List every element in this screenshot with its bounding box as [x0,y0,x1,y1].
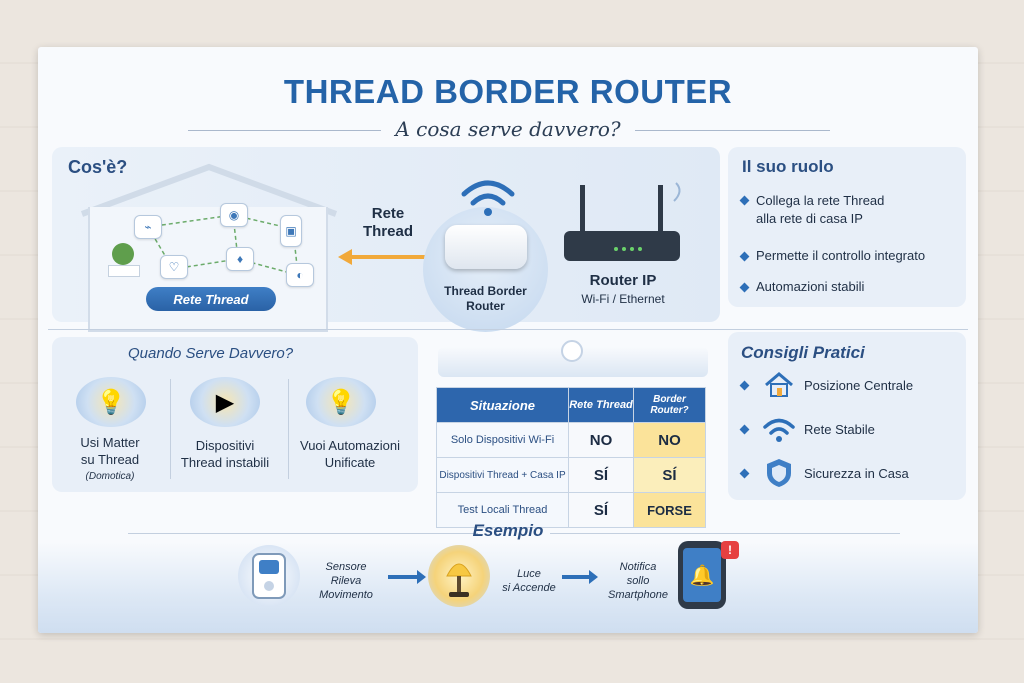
table-cell: SÍ [568,457,634,493]
diamond-bullet-icon [739,251,750,262]
motion-sensor-icon [238,545,300,607]
diamond-bullet-icon [739,380,750,390]
table-row: Dispositivi Thread + Casa IP SÍ SÍ [436,457,706,493]
phone-screen: 🔔 [683,548,721,602]
divider [170,379,171,479]
router-ip-sub: Wi-Fi / Ethernet [581,292,665,306]
table-row: Test Locali Thread SÍ FORSE [436,492,706,528]
wifi-icon [762,414,796,444]
router-ip-label: Router IP [589,272,657,289]
consigli-item-text: Sicurezza in Casa [804,465,909,481]
orange-arrow [350,255,430,259]
example-band [38,542,978,633]
ruolo-item-text: Permette il controllo integrato [756,248,926,263]
table-header: Situazione [436,387,569,423]
table-header: Border Router? [633,387,706,423]
table-header: Rete Thread [568,387,634,423]
quando-item-label: Usi Matter su Thread (Domotica) [60,434,160,485]
esempio-title: Esempio [472,521,544,540]
rete-thread-label: Rete Thread [348,205,428,241]
border-router-device-icon [445,225,527,269]
consigli-item-text: Posizione Centrale [804,377,914,393]
esempio-step-label: Sensore Rileva Movimento [319,561,373,601]
quando-item-text: Usi Matter su Thread [80,435,140,467]
shelf [108,265,140,277]
router-ip-icon [564,182,681,261]
phone-node-icon: ▣ [280,215,302,247]
table-cell: SÍ [633,457,706,493]
table-row: Solo Dispositivi Wi-Fi NO NO [436,422,706,458]
divider [128,533,478,534]
house-icon [762,370,796,400]
ruolo-panel [728,147,966,307]
arrow-right-icon [388,570,426,584]
house-roof [80,163,338,217]
orange-arrow-head [338,249,352,265]
arrow-right-icon [562,570,598,584]
consigli-item: Sicurezza in Casa [739,458,909,488]
consigli-item-text: Rete Stabile [804,421,875,437]
ruolo-item: Permette il controllo integrato [739,247,926,265]
table-cell: Solo Dispositivi Wi-Fi [436,422,569,458]
wifi-icon [461,180,515,216]
consigli-title: Consigli Pratici [741,343,865,362]
cose-title: Cos'è? [68,157,128,177]
esempio-step-label: Notifica sollo Smartphone [608,561,668,601]
clock-icon [561,340,583,362]
table-cell: Test Locali Thread [436,492,569,528]
subtitle-line-left [188,130,388,131]
page-subtitle: A cosa serve davvero? [381,117,635,141]
border-router-label: Thread Border Router [444,284,527,313]
bulb-icon: 💡 [306,377,376,427]
plant-icon [112,243,134,265]
table-cell: NO [568,422,634,458]
divider [550,533,900,534]
table-cell: NO [633,422,706,458]
infographic-card: THREAD BORDER ROUTER A cosa serve davver… [38,47,978,633]
ruolo-item: Collega la rete Thread alla rete di casa… [739,192,885,228]
shield-icon [762,458,796,488]
page-title: THREAD BORDER ROUTER [283,73,733,110]
bulb-icon: 💡 [76,377,146,427]
thread-node-icon: ◐ [286,263,314,287]
quando-title: Quando Serve Davvero? [128,345,294,362]
alert-badge-icon: ! [721,541,739,559]
quando-item-sub: (Domotica) [85,471,135,482]
thread-node-icon: ♡ [160,255,188,279]
rete-thread-label-text: Rete Thread [362,205,413,240]
table-cell: Dispositivi Thread + Casa IP [436,457,569,493]
bulb-node-icon: ♦ [226,247,254,271]
ruolo-item-text: Collega la rete Thread alla rete di casa… [756,193,885,226]
subtitle-line-right [630,130,830,131]
table-header-row: Situazione Rete Thread Border Router? [436,387,706,423]
table-cell: FORSE [633,492,706,528]
thread-node-icon: ◉ [220,203,248,227]
quando-item-label: Dispositivi Thread instabili [180,438,270,470]
ruolo-item-text: Automazioni stabili [756,279,865,294]
ruolo-item: Automazioni stabili [739,278,865,296]
thread-node-icon: ⌁ [134,215,162,239]
phone-bell-icon: 🔔 [678,541,726,609]
esempio-step-label: Luce si Accende [502,568,556,594]
consigli-item: Posizione Centrale [739,370,914,400]
device-icon: ▶ [190,377,260,427]
situation-table: Situazione Rete Thread Border Router? So… [436,387,706,528]
rete-thread-pill: Rete Thread [146,287,276,311]
diamond-bullet-icon [739,468,750,478]
lamp-icon [428,545,490,607]
table-cell: SÍ [568,492,634,528]
diamond-bullet-icon [739,424,750,434]
divider [288,379,289,479]
diamond-bullet-icon [739,282,750,293]
divider [48,329,968,330]
ruolo-title: Il suo ruolo [742,157,834,176]
consigli-item: Rete Stabile [739,414,875,444]
diamond-bullet-icon [739,195,750,206]
quando-item-label: Vuoi Automazioni Unificate [300,438,400,470]
